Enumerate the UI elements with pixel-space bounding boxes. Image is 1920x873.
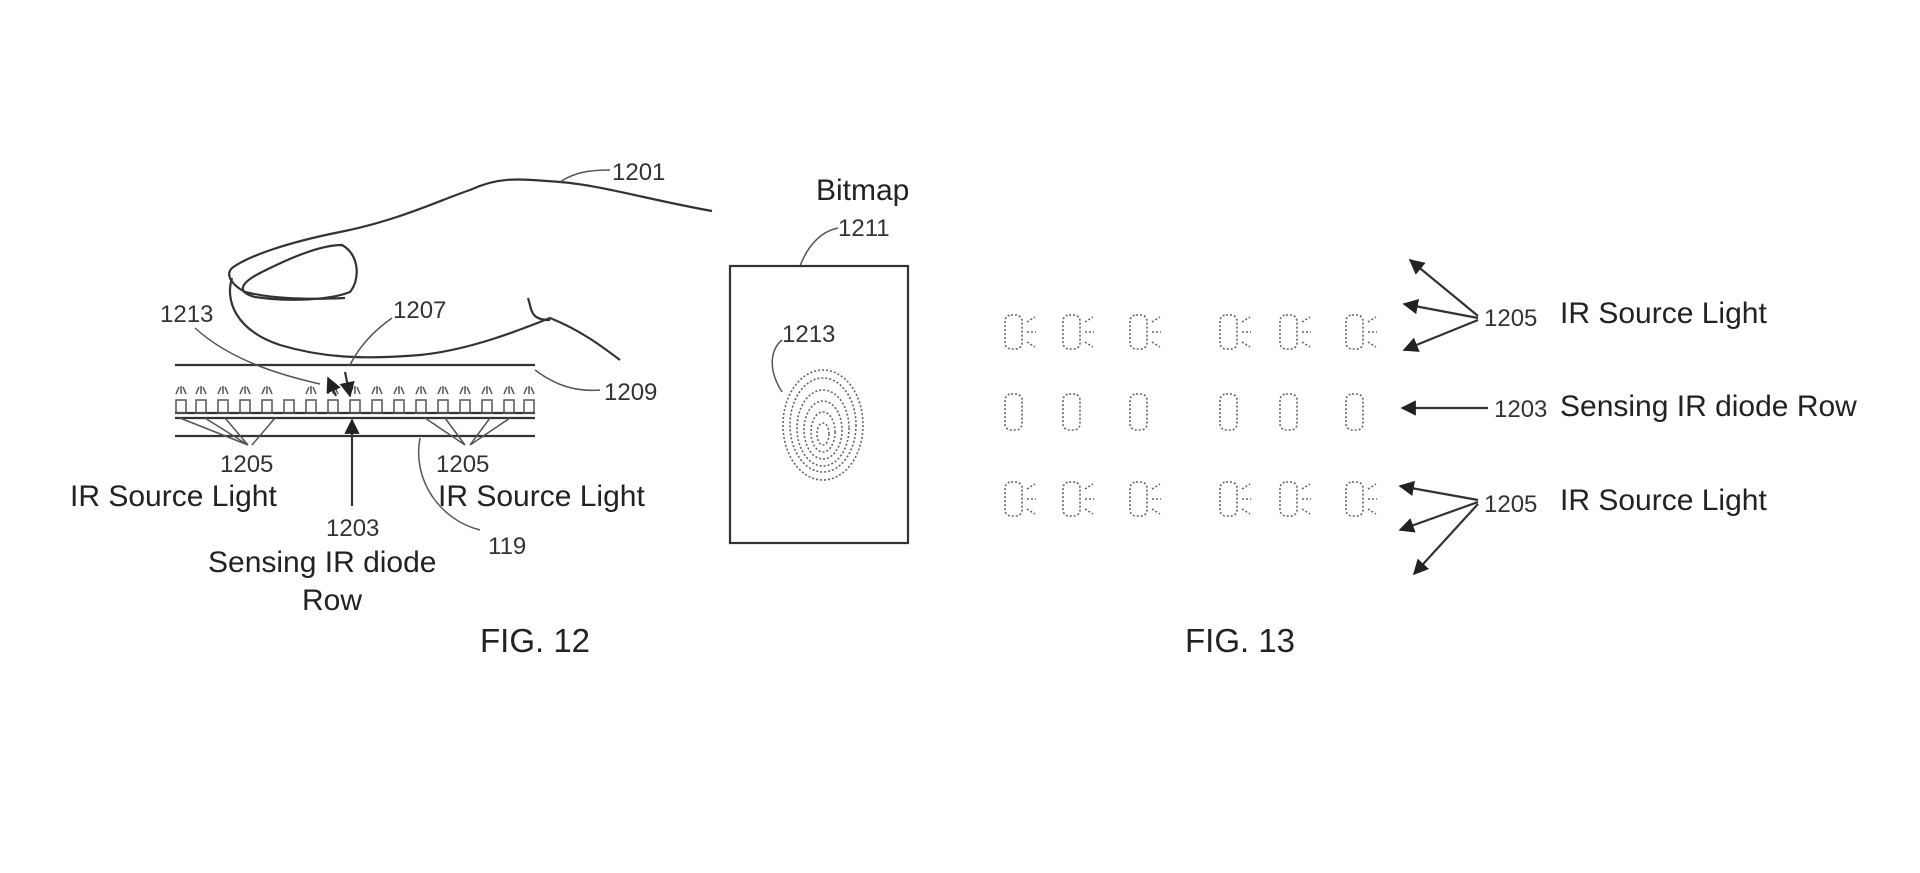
leader-1207 (349, 317, 393, 366)
ref-1205-right: 1205 (436, 451, 489, 478)
emitter-row-bottom (1004, 481, 1377, 517)
leader-1211 (799, 227, 839, 267)
finger-knuckle (526, 297, 551, 322)
label-ir-source-bottom: IR Source Light (1560, 484, 1767, 517)
leader-119 (417, 437, 481, 531)
label-ir-source-left: IR Source Light (70, 480, 277, 513)
leader-1213 (194, 327, 321, 385)
leader-1201 (559, 169, 611, 183)
fingerprint-icon (782, 369, 864, 481)
finger-outline (228, 178, 713, 300)
fig13-caption: FIG. 13 (1185, 622, 1295, 659)
label-sensing-diode-line2: Row (302, 584, 362, 617)
ref-119: 119 (488, 533, 526, 560)
leader-1209 (534, 369, 601, 392)
fig13-drawing: 1205 IR Source Light 1203 Sensing IR dio… (1004, 259, 1857, 659)
label-ir-source-right: IR Source Light (438, 480, 645, 513)
ref-1209: 1209 (604, 379, 657, 406)
ref-1213-bitmap: 1213 (782, 321, 835, 348)
emitter-row-top (1004, 314, 1377, 350)
fingernail (241, 243, 358, 301)
ref-1211: 1211 (838, 215, 890, 242)
reflection-arrow-up (326, 376, 341, 397)
finger-underside (228, 277, 621, 361)
reflection-arrows (339, 371, 355, 398)
label-sensing-diode-row: Sensing IR diode Row (1560, 390, 1857, 423)
label-ir-source-top: IR Source Light (1560, 297, 1767, 330)
emitter-ray-row (175, 386, 535, 395)
ref-1207: 1207 (393, 297, 446, 324)
ref-1205-left: 1205 (220, 451, 273, 478)
fig12-caption: FIG. 12 (480, 622, 590, 659)
ref-1203: 1203 (326, 515, 379, 542)
sensing-diode-row (1004, 393, 1364, 431)
bitmap-frame (728, 264, 910, 545)
leader-fan-left (179, 417, 276, 446)
ref-1205-top: 1205 (1484, 305, 1537, 332)
ref-1205-bottom: 1205 (1484, 491, 1537, 518)
arrows-bottom (1398, 480, 1479, 576)
label-sensing-diode-line1: Sensing IR diode (208, 546, 437, 579)
ref-1201: 1201 (612, 159, 665, 186)
leader-1213-bitmap (771, 339, 783, 393)
ref-1213: 1213 (160, 301, 213, 328)
arrows-top (1402, 259, 1479, 352)
fig12-drawing: 1201 1213 1207 1209 1205 1205 1203 119 I… (70, 159, 909, 659)
ref-1203-fig13: 1203 (1494, 396, 1547, 423)
sensor-cell-row (175, 399, 535, 414)
leader-fan-right (424, 417, 511, 446)
bitmap-title: Bitmap (816, 174, 909, 207)
